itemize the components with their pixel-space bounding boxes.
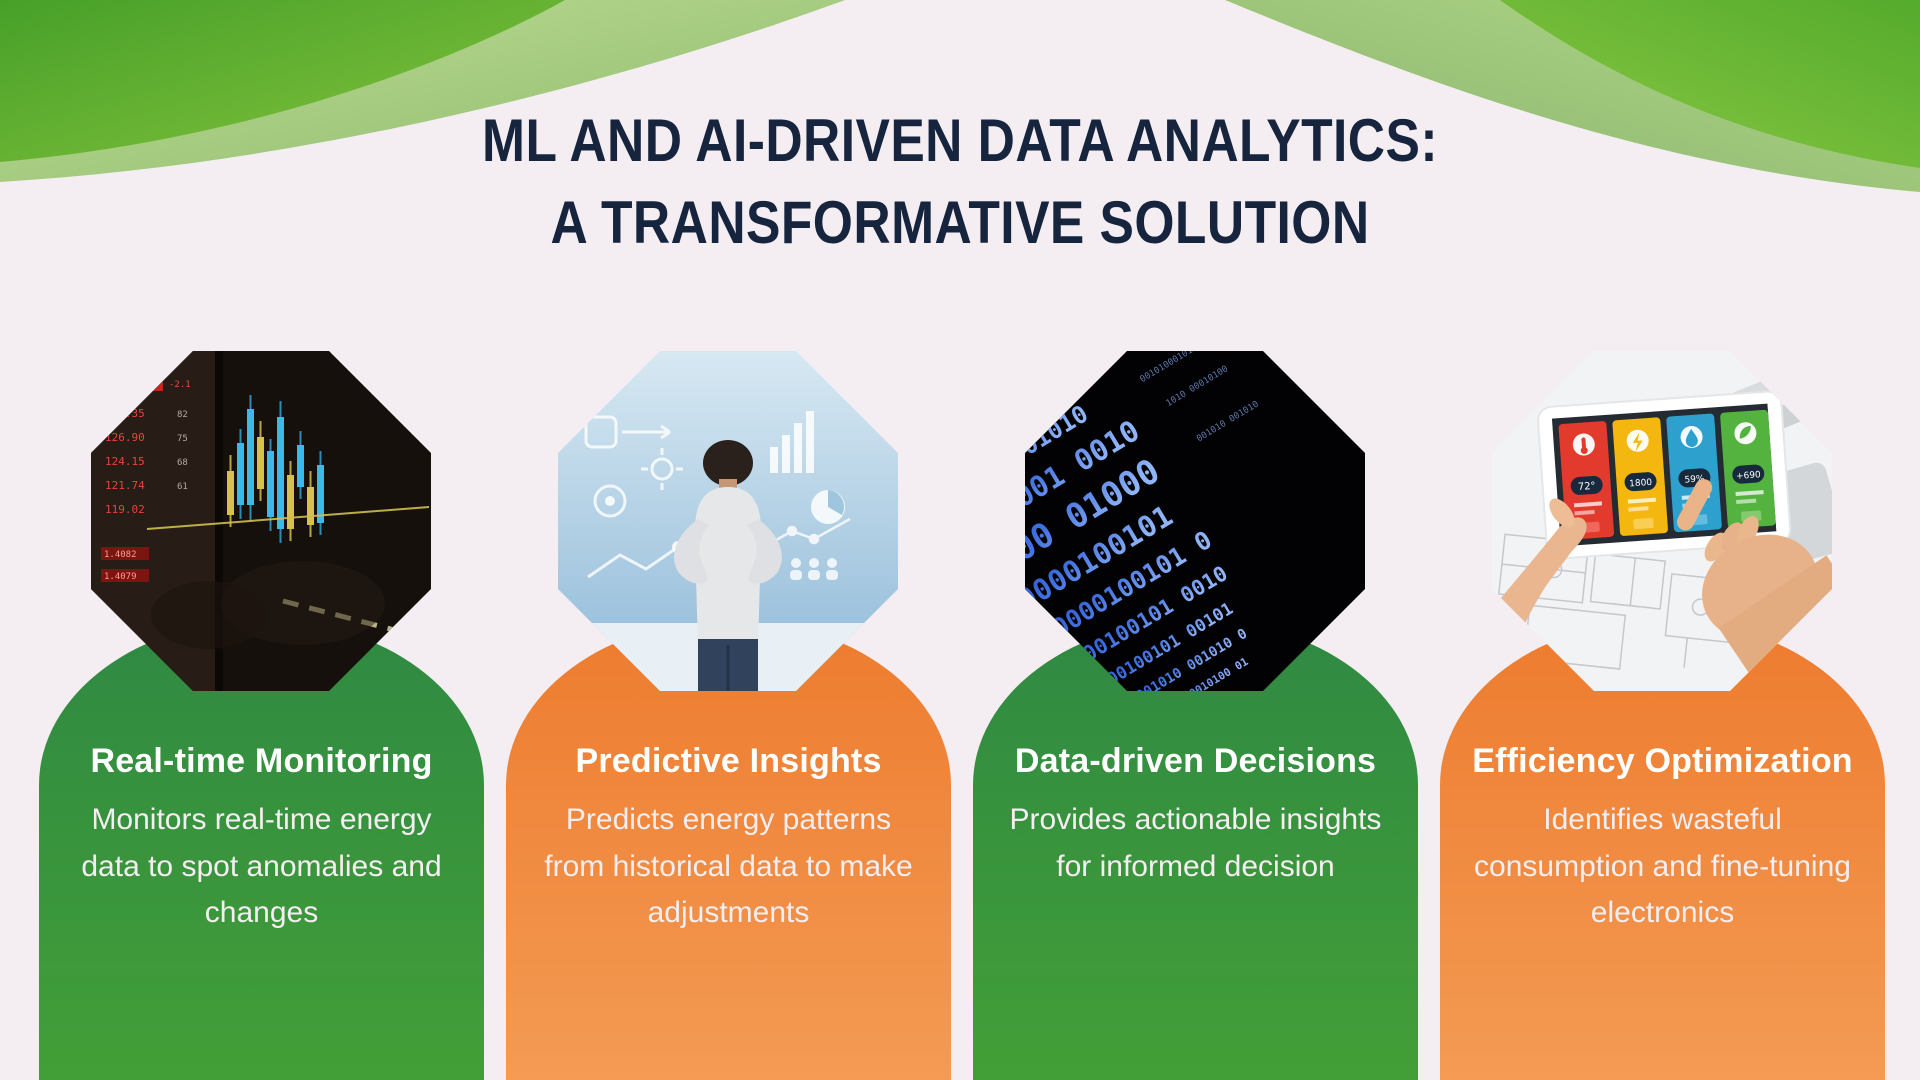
svg-text:1.4079: 1.4079 bbox=[104, 572, 137, 582]
man-back-figure bbox=[674, 440, 782, 691]
svg-text:75: 75 bbox=[177, 434, 188, 444]
svg-text:+690: +690 bbox=[1736, 470, 1762, 482]
card-predictive-insights: Predictive Insights Predicts energy patt… bbox=[506, 620, 951, 1080]
svg-text:1.4082: 1.4082 bbox=[104, 550, 137, 560]
card-image-octagon: 1345.60 -2.1 128.35 126.90 124.15 121.74 1… bbox=[91, 351, 431, 691]
svg-text:72°: 72° bbox=[1578, 481, 1596, 493]
card-title: Predictive Insights bbox=[575, 742, 882, 780]
svg-text:1800: 1800 bbox=[1629, 478, 1653, 490]
svg-text:126.90: 126.90 bbox=[105, 431, 145, 444]
svg-text:-2.1: -2.1 bbox=[169, 380, 191, 390]
card-title: Real-time Monitoring bbox=[90, 742, 433, 780]
card-description: Identifies wasteful consumption and fine… bbox=[1474, 803, 1851, 929]
card-title: Efficiency Optimization bbox=[1472, 742, 1853, 780]
card-image-octagon: 72° 1800 59% bbox=[1492, 351, 1832, 691]
svg-text:59%: 59% bbox=[1684, 474, 1705, 485]
svg-text:68: 68 bbox=[177, 458, 188, 468]
svg-text:61: 61 bbox=[177, 482, 188, 492]
tablet-smart-control-image: 72° 1800 59% bbox=[1492, 351, 1832, 691]
svg-text:82: 82 bbox=[177, 410, 188, 420]
card-description: Provides actionable insights for informe… bbox=[1009, 803, 1382, 883]
card-data-driven-decisions: Data-driven Decisions Provides actionabl… bbox=[973, 620, 1418, 1080]
page-title-line1: ML AND AI-DRIVEN DATA ANALYTICS: bbox=[482, 107, 1438, 174]
svg-text:119.02: 119.02 bbox=[105, 503, 145, 516]
tablet-device: 72° 1800 59% bbox=[1537, 390, 1792, 560]
svg-text:124.15: 124.15 bbox=[105, 455, 145, 468]
card-description: Monitors real-time energy data to spot a… bbox=[81, 803, 442, 929]
stock-market-chart-image: 1345.60 -2.1 128.35 126.90 124.15 121.74 1… bbox=[91, 351, 431, 691]
page-title: ML AND AI-DRIVEN DATA ANALYTICS: A TRANS… bbox=[0, 100, 1920, 263]
card-efficiency-optimization: Efficiency Optimization Identifies waste… bbox=[1440, 620, 1885, 1080]
svg-text:121.74: 121.74 bbox=[105, 479, 145, 492]
card-title: Data-driven Decisions bbox=[1014, 742, 1377, 780]
card-image-octagon bbox=[558, 351, 898, 691]
svg-text:1345.60: 1345.60 bbox=[105, 379, 147, 390]
card-description: Predicts energy patterns from historical… bbox=[544, 803, 913, 929]
svg-text:128.35: 128.35 bbox=[105, 407, 145, 420]
analyst-data-wall-image bbox=[558, 351, 898, 691]
page-title-line2: A TRANSFORMATIVE SOLUTION bbox=[550, 188, 1370, 256]
card-real-time-monitoring: Real-time Monitoring Monitors real-time … bbox=[39, 620, 484, 1080]
